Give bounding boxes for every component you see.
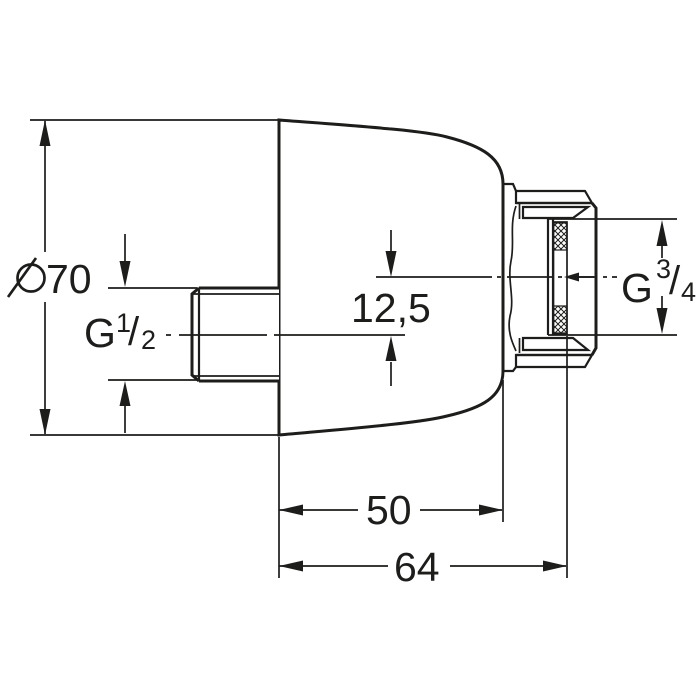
union-nut: [503, 182, 598, 373]
thread-right-letter: G: [621, 265, 653, 311]
dimension-thread-right: G 3 / 4: [548, 218, 696, 336]
thread-left-slash: /: [128, 310, 140, 354]
thread-right-slash: /: [669, 259, 681, 303]
depth-value: 50: [366, 487, 412, 533]
dimension-thread-left: G 1 / 2: [84, 234, 197, 433]
thread-left-letter: G: [84, 310, 116, 356]
nut-right-face: [590, 202, 598, 356]
thread-right-label: G 3 / 4: [621, 254, 696, 311]
nut-flange-top: [521, 205, 592, 220]
thread-right-denominator: 4: [681, 277, 696, 307]
thread-left-numerator: 1: [116, 308, 131, 338]
diameter-value: 70: [46, 256, 92, 302]
length-value: 64: [394, 544, 440, 590]
dimension-depth-50: 50: [278, 336, 568, 578]
center-lines: [166, 276, 617, 336]
diameter-symbol: [6, 257, 46, 298]
nut-step-lines: [503, 182, 518, 373]
break-line: [508, 205, 517, 352]
thread-left-label: G 1 / 2: [84, 308, 156, 356]
offset-value: 12,5: [351, 285, 431, 331]
thread-right-numerator: 3: [656, 254, 671, 284]
nut-flange-bottom: [521, 336, 592, 352]
dimension-diameter-70: 70: [6, 119, 279, 436]
thread-left-denominator: 2: [141, 325, 156, 355]
dimension-offset-12-5: 12,5: [351, 230, 431, 386]
dimension-length-64: 64: [279, 544, 567, 590]
